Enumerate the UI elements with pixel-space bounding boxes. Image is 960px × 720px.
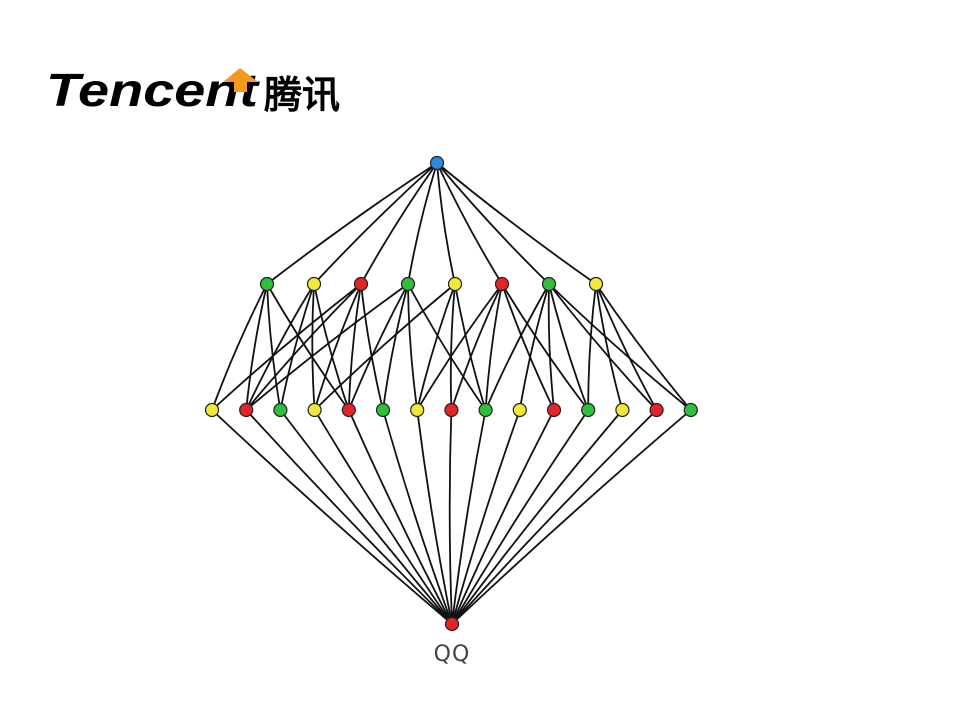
edge-lower-1-to-qq — [245, 409, 453, 625]
middle-node-2 — [353, 276, 369, 292]
lower-node-11 — [581, 402, 596, 418]
edge-middle-1-to-lower-4 — [313, 283, 350, 411]
logo-chinese-text: 腾讯 — [264, 73, 340, 117]
edge-lower-10-to-qq — [451, 409, 555, 625]
edge-middle-0-to-lower-2 — [266, 283, 282, 411]
edge-middle-7-to-lower-12 — [595, 283, 624, 411]
edge-lower-0-to-qq — [211, 409, 453, 625]
lower-node-9 — [512, 402, 527, 418]
edge-middle-2-to-lower-3 — [313, 283, 362, 411]
edge-middle-7-to-lower-11 — [587, 283, 597, 411]
qq-node — [444, 616, 460, 632]
edge-middle-7-to-lower-14 — [595, 283, 692, 411]
edge-middle-1-to-lower-3 — [311, 283, 316, 411]
edge-root-to-middle-2 — [360, 162, 438, 285]
lower-node-4 — [341, 402, 356, 418]
edge-middle-6-to-lower-11 — [548, 283, 590, 411]
lower-node-5 — [375, 402, 391, 418]
edge-root-to-middle-4 — [436, 162, 456, 285]
edge-middle-6-to-lower-10 — [547, 283, 555, 411]
edge-lower-13-to-qq — [451, 409, 658, 625]
edge-middle-1-to-lower-1 — [245, 283, 315, 411]
lower-node-13 — [649, 402, 664, 418]
middle-node-6 — [541, 276, 557, 292]
lower-node-0 — [204, 402, 220, 418]
edge-middle-3-to-lower-8 — [407, 283, 487, 411]
edge-lower-7-to-qq — [448, 409, 453, 625]
edge-root-to-middle-1 — [313, 162, 438, 285]
middle-node-4 — [447, 276, 463, 292]
edge-lower-14-to-qq — [451, 409, 692, 625]
edge-middle-3-to-lower-4 — [347, 283, 409, 411]
lower-node-3 — [307, 402, 322, 418]
edge-root-to-middle-0 — [266, 162, 438, 285]
middle-node-7 — [588, 276, 604, 292]
edge-lower-4-to-qq — [347, 409, 453, 625]
lower-node-12 — [615, 402, 630, 418]
edge-middle-6-to-lower-14 — [548, 283, 692, 411]
lower-node-2 — [273, 402, 288, 418]
edge-middle-2-to-lower-0 — [211, 283, 362, 411]
edge-middle-3-to-lower-5 — [382, 283, 409, 411]
edge-middle-5-to-lower-10 — [501, 283, 555, 411]
lower-node-8 — [478, 402, 493, 418]
lower-node-1 — [239, 402, 254, 418]
middle-node-0 — [259, 276, 275, 292]
lower-node-7 — [444, 402, 459, 418]
edge-middle-5-to-lower-8 — [484, 283, 503, 411]
edge-middle-2-to-lower-1 — [245, 283, 362, 411]
edge-middle-6-to-lower-8 — [484, 283, 550, 411]
edge-middle-5-to-lower-7 — [450, 283, 503, 411]
qq-node-label: QQ — [434, 642, 471, 667]
edge-middle-3-to-lower-1 — [245, 283, 409, 411]
edge-middle-4-to-lower-3 — [313, 283, 456, 411]
edge-lower-2-to-qq — [279, 409, 453, 625]
edge-middle-5-to-lower-11 — [501, 283, 590, 411]
edge-root-to-middle-7 — [436, 162, 597, 285]
lower-node-14 — [683, 402, 698, 418]
lower-node-10 — [546, 402, 562, 418]
edge-root-to-middle-6 — [436, 162, 550, 285]
middle-node-3 — [400, 276, 416, 292]
tencent-logo: Tencent 腾讯 — [44, 62, 364, 122]
lower-node-6 — [410, 402, 425, 418]
edge-group — [211, 162, 692, 625]
edge-middle-2-to-lower-4 — [347, 283, 362, 411]
edge-root-to-middle-5 — [436, 162, 503, 285]
edge-lower-11-to-qq — [451, 409, 590, 625]
edge-middle-2-to-lower-5 — [360, 283, 384, 411]
edge-middle-4-to-lower-6 — [416, 283, 456, 411]
edge-middle-7-to-lower-13 — [595, 283, 658, 411]
edge-lower-8-to-qq — [451, 409, 487, 625]
edge-root-to-middle-3 — [407, 162, 438, 285]
edge-lower-6-to-qq — [416, 409, 453, 625]
edge-middle-6-to-lower-9 — [518, 283, 550, 411]
edge-middle-5-to-lower-6 — [416, 283, 503, 411]
tencent-logo-graphic: Tencent 腾讯 — [46, 64, 340, 117]
logo-accent-arrow-icon — [223, 68, 258, 92]
edge-middle-0-to-lower-0 — [211, 283, 268, 411]
edge-lower-5-to-qq — [382, 409, 453, 625]
root-node — [429, 155, 445, 171]
middle-node-5 — [494, 276, 510, 292]
edge-lower-3-to-qq — [313, 409, 453, 625]
edge-middle-0-to-lower-1 — [245, 283, 268, 411]
edge-middle-4-to-lower-8 — [454, 283, 487, 411]
edge-middle-1-to-lower-2 — [279, 283, 315, 411]
edge-middle-4-to-lower-7 — [449, 283, 456, 411]
edge-lower-9-to-qq — [451, 409, 521, 625]
edge-middle-0-to-lower-4 — [266, 283, 350, 411]
middle-node-1 — [306, 276, 322, 292]
node-group — [204, 155, 698, 632]
logo-brand-text: Tencent — [46, 64, 260, 116]
edge-lower-12-to-qq — [451, 409, 624, 625]
edge-middle-3-to-lower-6 — [407, 283, 419, 411]
edge-middle-6-to-lower-13 — [548, 283, 658, 411]
